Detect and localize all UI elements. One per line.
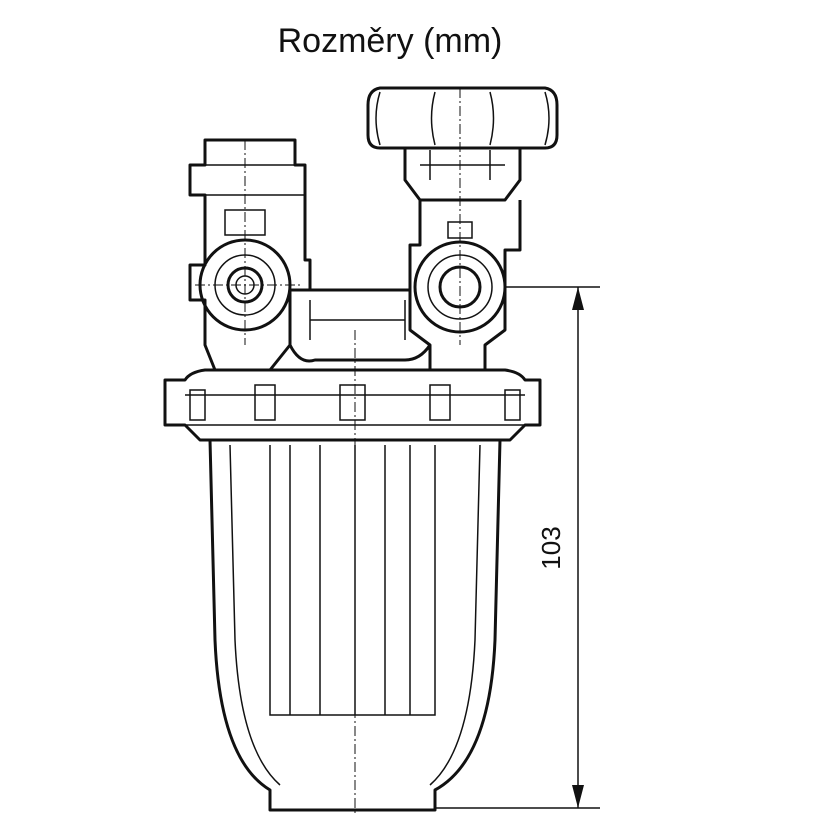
body-bridge bbox=[288, 288, 432, 363]
handwheel-knob bbox=[366, 86, 559, 202]
left-port bbox=[188, 138, 312, 372]
diagram-title: Rozměry (mm) bbox=[277, 22, 503, 60]
bowl-collar bbox=[163, 368, 542, 442]
centerlines bbox=[195, 88, 461, 815]
filter-bowl bbox=[208, 439, 502, 812]
right-port bbox=[408, 200, 522, 372]
dimension-103: 103 bbox=[435, 286, 600, 809]
dimension-label: 103 bbox=[536, 526, 566, 569]
